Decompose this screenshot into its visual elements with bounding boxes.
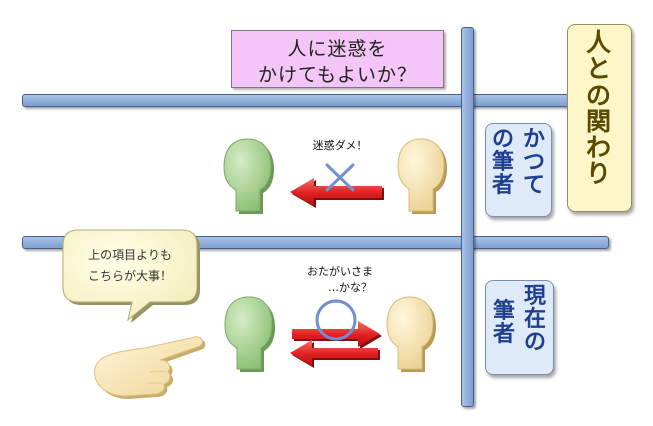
relations-char: り bbox=[585, 159, 611, 189]
past-author-label-box bbox=[485, 123, 552, 217]
past-label-char: て bbox=[522, 173, 545, 199]
present-author-label-box bbox=[485, 280, 554, 375]
past-label-col-right: か つ て bbox=[520, 128, 548, 197]
present-caption-line-2: …かな？ bbox=[328, 281, 372, 294]
present-label-char: 者 bbox=[492, 322, 515, 348]
relations-char: と bbox=[585, 54, 611, 84]
past-label-char: つ bbox=[522, 150, 545, 176]
present-label-char: の bbox=[523, 330, 546, 356]
relations-char: 関 bbox=[585, 106, 611, 136]
mutual-arrow-right-icon bbox=[292, 321, 382, 349]
present-label-char: 在 bbox=[523, 307, 546, 333]
speech-bubble bbox=[62, 229, 200, 323]
circle-mark-icon bbox=[315, 299, 357, 341]
past-label-char: 者 bbox=[491, 173, 514, 199]
present-label-char: 現 bbox=[523, 284, 546, 309]
past-arrow-icon bbox=[290, 178, 384, 208]
past-author-person-icon bbox=[397, 138, 447, 214]
question-title-box: 人に迷惑を かけてもよいか？ bbox=[231, 30, 444, 88]
bubble-line-1: 上の項目よりも bbox=[88, 248, 172, 262]
past-other-person-icon bbox=[223, 138, 274, 214]
relations-label-text: 人 と の 関 わ り bbox=[567, 28, 630, 189]
cross-mark-icon bbox=[325, 163, 355, 192]
relations-char: の bbox=[585, 80, 611, 110]
present-label-col-right: 現 在 の bbox=[521, 285, 549, 354]
relations-char: わ bbox=[585, 133, 611, 162]
bubble-line-2: こちらが大事！ bbox=[87, 269, 172, 283]
vertical-divider-line bbox=[461, 27, 474, 407]
question-line-2: かけてもよいか？ bbox=[257, 64, 418, 86]
present-label-char: 筆 bbox=[492, 299, 515, 324]
present-other-person-icon bbox=[224, 296, 275, 372]
mutual-arrow-left-icon bbox=[290, 340, 380, 368]
past-label-char: の bbox=[491, 127, 514, 152]
question-line-1: 人に迷惑を bbox=[287, 38, 388, 60]
past-caption: 迷惑ダメ！ bbox=[312, 139, 368, 152]
relations-label-box bbox=[567, 24, 632, 212]
present-label-col-left: 筆 者 bbox=[490, 300, 518, 346]
present-caption-line-1: おたがいさま bbox=[307, 265, 373, 278]
present-author-person-icon bbox=[386, 296, 436, 372]
pointing-hand-icon bbox=[94, 336, 206, 399]
past-label-char: 筆 bbox=[491, 150, 514, 176]
past-label-char: か bbox=[522, 127, 545, 152]
past-label-col-left: の 筆 者 bbox=[489, 128, 517, 197]
relations-char: 人 bbox=[585, 28, 611, 57]
